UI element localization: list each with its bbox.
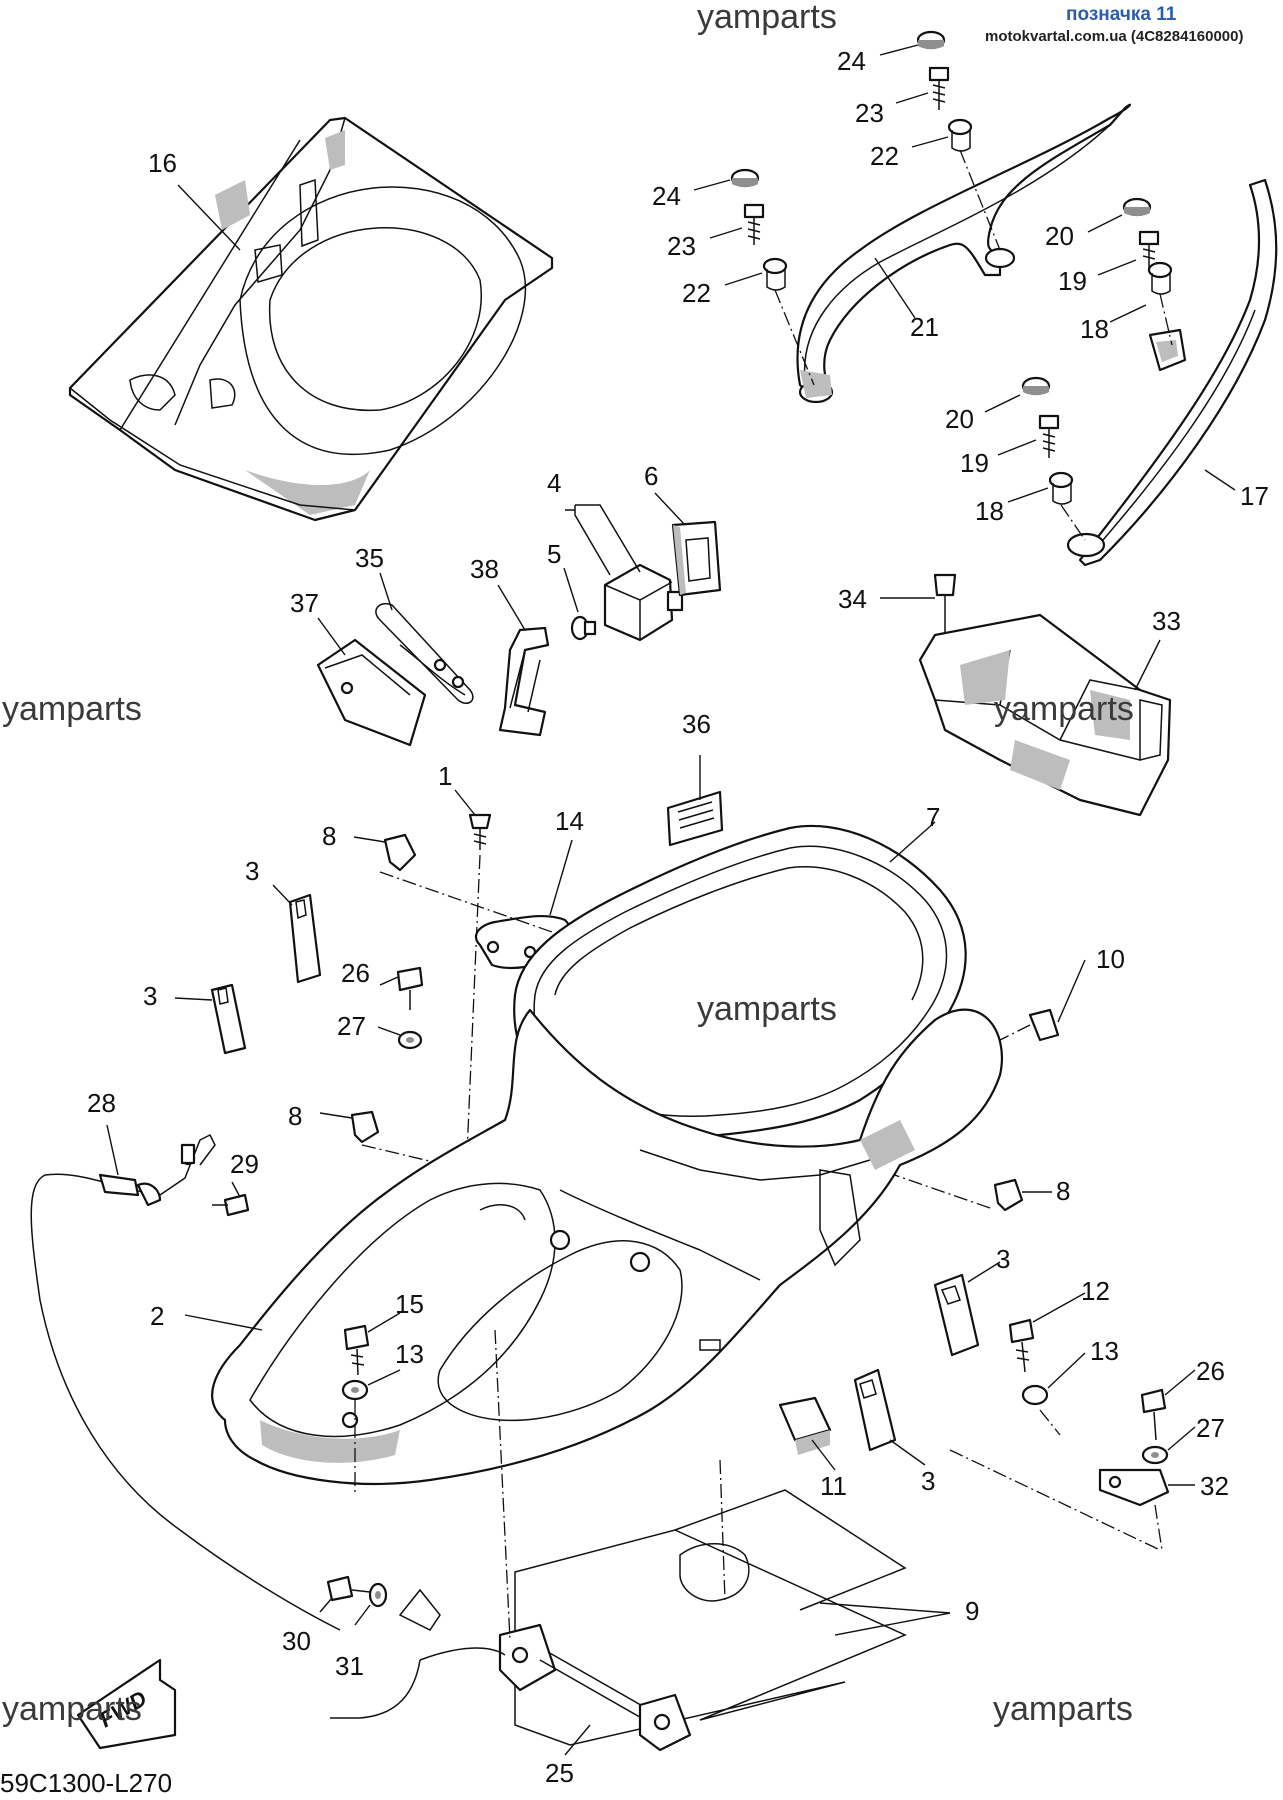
watermark: yamparts bbox=[2, 690, 142, 728]
callout-12: 12 bbox=[1081, 1276, 1110, 1306]
left-hardware bbox=[341, 1324, 370, 1495]
callout-30: 30 bbox=[282, 1626, 311, 1656]
fwd-arrow-icon: FWD bbox=[76, 1658, 177, 1750]
callout-6: 6 bbox=[644, 461, 658, 491]
callout-16: 16 bbox=[148, 148, 177, 178]
callout-3: 3 bbox=[921, 1466, 935, 1496]
callout-19: 19 bbox=[960, 448, 989, 478]
site-reference: motokvartal.com.ua (4C8284160000) bbox=[985, 28, 1244, 45]
callout-14: 14 bbox=[555, 806, 584, 836]
part-35-lanyard bbox=[375, 603, 474, 704]
callout-36: 36 bbox=[682, 709, 711, 739]
callout-3: 3 bbox=[245, 856, 259, 886]
callout-25: 25 bbox=[545, 1758, 574, 1788]
callout-13: 13 bbox=[1090, 1336, 1119, 1366]
part-16-front-cover bbox=[68, 116, 554, 522]
part-3-blocks bbox=[210, 893, 980, 1452]
callout-22: 22 bbox=[870, 141, 899, 171]
part-26-27-upper bbox=[396, 966, 424, 1050]
part-2-rear-body bbox=[211, 1008, 1003, 1486]
diagram-code: 59C1300-L270 bbox=[0, 1768, 172, 1798]
callout-15: 15 bbox=[395, 1289, 424, 1319]
callout-18: 18 bbox=[975, 496, 1004, 526]
callout-33: 33 bbox=[1152, 606, 1181, 636]
part-10-nut bbox=[979, 1008, 1060, 1051]
watermark: yamparts bbox=[697, 0, 837, 36]
part-29-bolt bbox=[212, 1193, 250, 1217]
callout-2: 2 bbox=[150, 1301, 164, 1331]
callout-20: 20 bbox=[1045, 221, 1074, 251]
part-5-bulb bbox=[570, 615, 597, 641]
callout-8: 8 bbox=[1056, 1176, 1070, 1206]
marker-label: позначка 11 bbox=[1066, 4, 1177, 25]
watermarks: yamparts yamparts yamparts yamparts yamp… bbox=[2, 0, 1134, 1728]
callout-35: 35 bbox=[355, 543, 384, 573]
callout-31: 31 bbox=[335, 1651, 364, 1681]
callout-4: 4 bbox=[547, 468, 561, 498]
part-4-lamp-assy bbox=[565, 504, 684, 642]
part-17-side-rail bbox=[1066, 178, 1278, 567]
watermark: yamparts bbox=[994, 690, 1134, 728]
part-21-grab-bar bbox=[796, 103, 1132, 404]
callout-22: 22 bbox=[682, 278, 711, 308]
callout-26: 26 bbox=[1196, 1356, 1225, 1386]
part-38-bracket bbox=[498, 626, 550, 737]
part-1-screw bbox=[468, 813, 492, 850]
callout-24: 24 bbox=[652, 181, 681, 211]
callout-11: 11 bbox=[820, 1471, 847, 1501]
callout-27: 27 bbox=[1196, 1413, 1225, 1443]
callout-10: 10 bbox=[1096, 944, 1125, 974]
callout-38: 38 bbox=[470, 554, 499, 584]
callout-3: 3 bbox=[996, 1244, 1010, 1274]
part-34-bolt bbox=[933, 573, 957, 635]
callout-26: 26 bbox=[341, 958, 370, 988]
callout-21: 21 bbox=[910, 312, 939, 342]
callout-32: 32 bbox=[1200, 1471, 1229, 1501]
callouts: 1 2 3 3 3 3 4 5 6 7 8 8 8 9 10 11 12 13 … bbox=[87, 46, 1269, 1788]
part-6-gasket bbox=[671, 520, 722, 597]
part-36-label bbox=[666, 790, 724, 847]
right-hardware bbox=[949, 1318, 1170, 1551]
callout-5: 5 bbox=[547, 539, 561, 569]
callout-20: 20 bbox=[945, 404, 974, 434]
callout-8: 8 bbox=[322, 821, 336, 851]
callout-17: 17 bbox=[1240, 481, 1269, 511]
watermark: yamparts bbox=[993, 1690, 1133, 1728]
callout-34: 34 bbox=[838, 584, 867, 614]
part-30-31 bbox=[326, 1575, 388, 1608]
callout-27: 27 bbox=[337, 1011, 366, 1041]
callout-29: 29 bbox=[230, 1149, 259, 1179]
part-28-cable bbox=[30, 1133, 341, 1631]
callout-23: 23 bbox=[667, 231, 696, 261]
callout-9: 9 bbox=[965, 1596, 979, 1626]
callout-3: 3 bbox=[143, 981, 157, 1011]
callout-23: 23 bbox=[855, 98, 884, 128]
callout-28: 28 bbox=[87, 1088, 116, 1118]
callout-24: 24 bbox=[837, 46, 866, 76]
part-9-sheet bbox=[514, 1489, 951, 1746]
hardware-leaders bbox=[693, 44, 1147, 503]
watermark: yamparts bbox=[2, 1690, 142, 1728]
callout-7: 7 bbox=[926, 802, 940, 832]
callout-19: 19 bbox=[1058, 266, 1087, 296]
part-11-block bbox=[778, 1396, 832, 1455]
callout-8: 8 bbox=[288, 1101, 302, 1131]
watermark: yamparts bbox=[697, 990, 837, 1028]
callout-18: 18 bbox=[1080, 314, 1109, 344]
callout-13: 13 bbox=[395, 1339, 424, 1369]
callout-37: 37 bbox=[290, 588, 319, 618]
part-25-latch bbox=[330, 1588, 692, 1752]
part-33-tray bbox=[918, 613, 1172, 817]
hardware-grab-bar bbox=[730, 30, 1173, 541]
part-37-pouch bbox=[316, 638, 427, 747]
callout-1: 1 bbox=[438, 761, 452, 791]
